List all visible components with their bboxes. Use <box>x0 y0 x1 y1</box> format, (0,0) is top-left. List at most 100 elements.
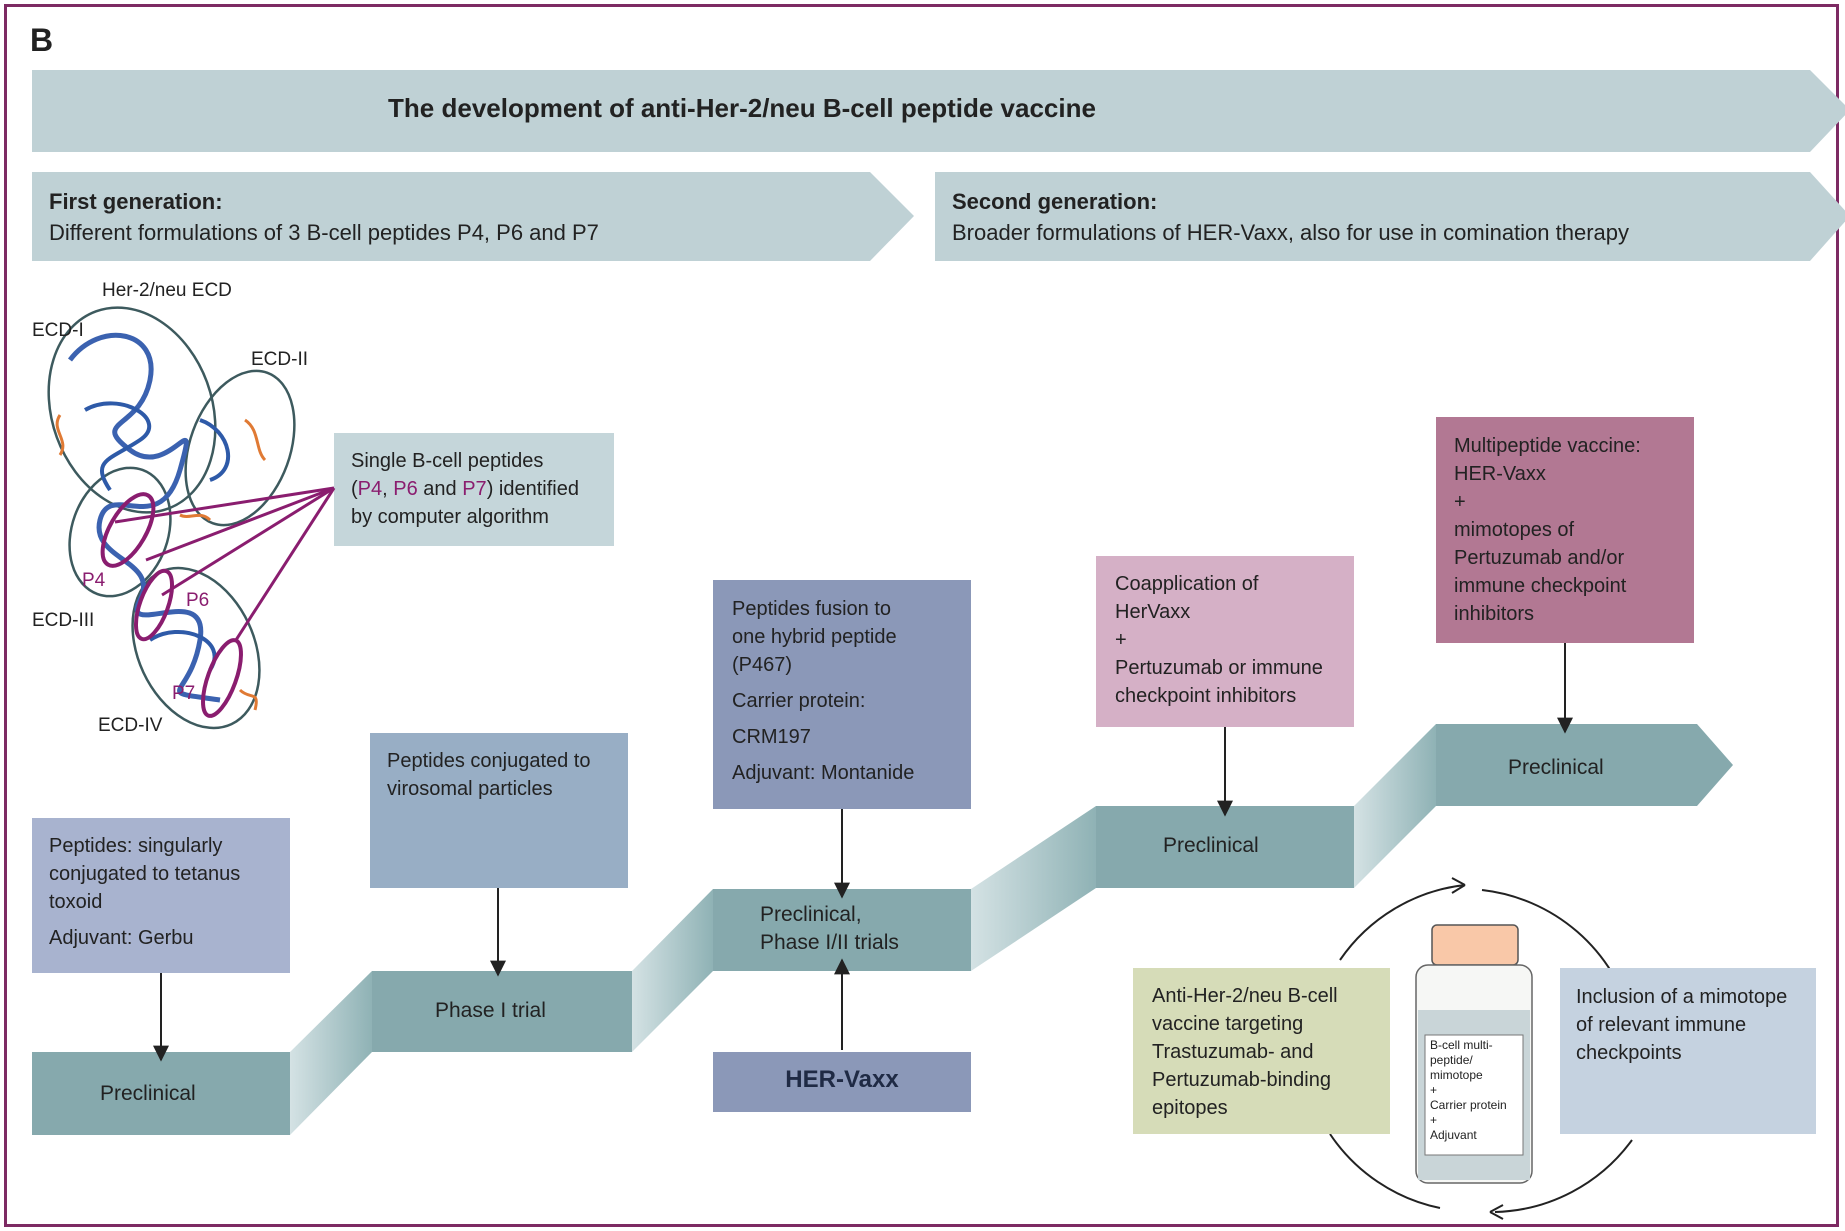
label-p6: P6 <box>186 590 210 611</box>
step-box-1 <box>32 818 290 973</box>
cycle-right-line: Inclusion of a mimotope <box>1576 986 1788 1008</box>
label-p7: P7 <box>172 683 196 704</box>
vial-label-line: peptide/ <box>1430 1053 1473 1067</box>
cycle-left-line: vaccine targeting <box>1152 1013 1304 1035</box>
single-peptides-line-1: Single B-cell peptides <box>351 450 544 472</box>
step-box-2 <box>370 733 628 888</box>
stage-bar-4 <box>1096 806 1354 888</box>
cycle-left-line: Trastuzumab- and <box>1152 1041 1314 1063</box>
step-box-4 <box>1096 556 1354 727</box>
stair-connector-2 <box>632 889 713 1052</box>
close-paren-text: ) identified <box>486 478 579 500</box>
label-ecd-ii: ECD-II <box>251 349 308 370</box>
step-3-adjuvant: Adjuvant: Montanide <box>732 762 915 784</box>
cycle-left-box <box>1133 968 1390 1134</box>
stage-label-3-line: Preclinical, <box>760 903 862 926</box>
stair-connector-4 <box>1354 724 1436 888</box>
step-4-line: + <box>1115 629 1127 651</box>
vial-label-line: Adjuvant <box>1430 1128 1477 1142</box>
her-vaxx-label: HER-Vaxx <box>785 1066 899 1093</box>
her2-ecd-structure <box>47 306 296 730</box>
panel-letter: B <box>30 22 54 58</box>
single-peptides-box <box>334 433 614 546</box>
banner-title: The development of anti-Her-2/neu B-cell… <box>388 93 1096 123</box>
stage-label-3-line: Phase I/II trials <box>760 931 899 954</box>
stage-label-5: Preclinical <box>1508 756 1604 779</box>
peptide-p4: P4 <box>357 478 383 500</box>
step-4-line: HerVaxx <box>1115 601 1191 623</box>
vial-label-line: mimotope <box>1430 1068 1483 1082</box>
single-peptides-text: Single B-cell peptides (P4, P6 and P7) i… <box>351 447 613 531</box>
vial-label-line: Carrier protein <box>1430 1098 1507 1112</box>
cycle-right-text: Inclusion of a mimotope of relevant immu… <box>1576 983 1814 1067</box>
stage-label-4: Preclinical <box>1163 834 1259 857</box>
step-3-line: one hybrid peptide <box>732 626 897 648</box>
stage-label-3: Preclinical, Phase I/II trials <box>760 901 960 957</box>
step-box-3 <box>713 580 971 809</box>
second-generation-title: Second generation: <box>952 189 1158 214</box>
step-1-line: Peptides: singularly <box>49 835 223 857</box>
single-peptides-line-3: by computer algorithm <box>351 506 549 528</box>
stair-connector-3 <box>971 806 1096 971</box>
first-generation-description: Different formulations of 3 B-cell pepti… <box>49 220 599 245</box>
first-generation-title: First generation: <box>49 189 223 214</box>
vial-label-line: + <box>1430 1113 1438 1127</box>
step-box-5 <box>1436 417 1694 643</box>
stage-bar-2 <box>372 971 632 1052</box>
step-1-adjuvant: Adjuvant: Gerbu <box>49 927 194 949</box>
single-peptides-line-2: (P4, P6 and P7) identified <box>351 475 613 503</box>
step-3-line: (P467) <box>732 654 793 676</box>
cycle-right-box <box>1560 968 1816 1134</box>
stage-bar-5 <box>1436 724 1733 806</box>
step-5-line: Multipeptide vaccine: <box>1454 435 1641 457</box>
label-ecd-iv: ECD-IV <box>98 715 163 736</box>
peptide-callout-lines <box>114 486 336 641</box>
step-3-carrier: Carrier protein: <box>732 690 866 712</box>
stage-label-2: Phase I trial <box>435 999 546 1022</box>
step-5-line: immune checkpoint <box>1454 575 1627 597</box>
vial-label: B-cell multi- peptide/ mimotope + Carrie… <box>1430 1038 1522 1143</box>
step-1-line: conjugated to tetanus <box>49 863 241 885</box>
cycle-left-line: Pertuzumab-binding <box>1152 1069 1331 1091</box>
cycle-left-line: epitopes <box>1152 1097 1228 1119</box>
vial-label-line: B-cell multi- <box>1430 1038 1493 1052</box>
step-3-text: Peptides fusion to one hybrid peptide (P… <box>732 595 967 787</box>
step-4-text: Coapplication of HerVaxx + Pertuzumab or… <box>1115 570 1353 710</box>
peptide-p7: P7 <box>462 478 487 500</box>
step-5-text: Multipeptide vaccine: HER-Vaxx + mimotop… <box>1454 432 1692 628</box>
step-3-carrier-name: CRM197 <box>732 726 811 748</box>
step-4-line: checkpoint inhibitors <box>1115 685 1297 707</box>
step-2-line: virosomal particles <box>387 778 553 800</box>
banner-arrow <box>32 70 1845 152</box>
step-2-text: Peptides conjugated to virosomal particl… <box>387 747 627 803</box>
her-vaxx-box <box>713 1052 971 1112</box>
panel-frame <box>4 4 1839 1227</box>
peptide-p6: P6 <box>393 478 418 500</box>
step-4-line: Pertuzumab or immune <box>1115 657 1323 679</box>
comma: , <box>382 478 394 500</box>
step-1-text: Peptides: singularly conjugated to tetan… <box>49 832 289 952</box>
stage-label-1: Preclinical <box>100 1082 196 1105</box>
label-ecd-i: ECD-I <box>32 320 84 341</box>
vial-label-line: + <box>1430 1083 1438 1097</box>
step-1-line: toxoid <box>49 891 103 913</box>
stage-bar-1 <box>32 1052 290 1135</box>
cycle-left-line: Anti-Her-2/neu B-cell <box>1152 985 1338 1007</box>
cycle-right-line: checkpoints <box>1576 1042 1682 1064</box>
cycle-left-text: Anti-Her-2/neu B-cell vaccine targeting … <box>1152 982 1388 1122</box>
and-text: and <box>417 478 463 500</box>
step-4-line: Coapplication of <box>1115 573 1259 595</box>
step-5-line: inhibitors <box>1454 603 1535 625</box>
cycle-right-line: of relevant immune <box>1576 1014 1747 1036</box>
step-5-line: + <box>1454 491 1466 513</box>
second-generation-arrow <box>935 172 1845 261</box>
open-paren: ( <box>351 478 358 500</box>
label-p4: P4 <box>82 570 106 591</box>
step-3-line: Peptides fusion to <box>732 598 891 620</box>
label-ecd-iii: ECD-III <box>32 610 95 631</box>
structure-title: Her-2/neu ECD <box>102 280 232 301</box>
first-generation-arrow <box>32 172 914 261</box>
step-5-line: HER-Vaxx <box>1454 463 1546 485</box>
